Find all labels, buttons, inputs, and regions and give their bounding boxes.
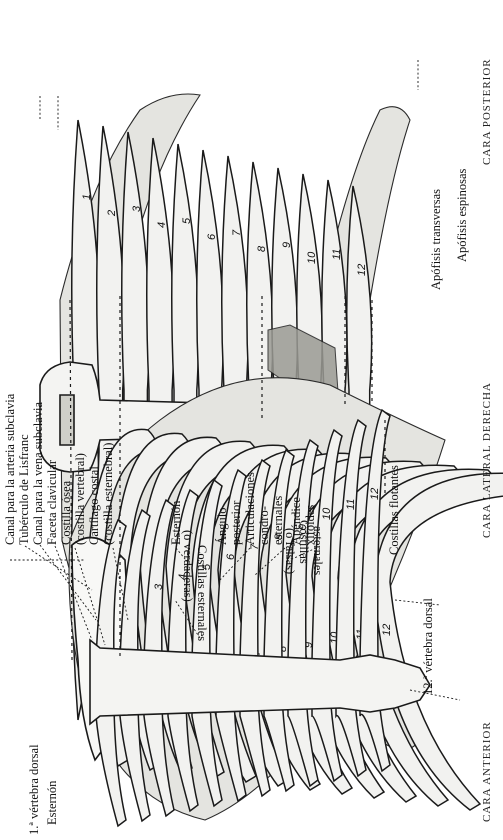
posterior-rib-number: 12 — [369, 488, 381, 500]
label-costillas-verdaderas-2: (o verdaderas) — [181, 530, 195, 602]
label-costilla-osea: Costilla ósea — [59, 480, 73, 545]
anterior-rib-number: 9 — [281, 242, 293, 248]
anterior-rib-number: 8 — [256, 245, 268, 252]
label-cartilago: Cartílago costal — [87, 466, 101, 545]
label-articulaciones-3: esternales — [271, 496, 285, 545]
posterior-rib-number: 10 — [321, 507, 333, 520]
posterior-rib-number: 11 — [345, 499, 357, 510]
anterior-rib-number: 2 — [106, 210, 118, 217]
label-articulaciones-2: condro- — [257, 506, 271, 545]
label-vertebra-1: 1.ª vértebra dorsal — [27, 744, 41, 835]
label-apofisis-espinosas: Apófisis espinosas — [455, 168, 469, 262]
posterior-rib-number: 6 — [225, 553, 237, 560]
anterior-rib-number: 11 — [331, 249, 343, 260]
label-costillas-verdaderas: Costillas esternales — [195, 545, 209, 641]
label-faceta: Faceta clavicular — [45, 459, 59, 545]
caption-lateral: CARA LATERAL DERECHA — [481, 382, 493, 538]
anterior-rib-number: 3 — [131, 205, 143, 212]
caption-anterior: CARA ANTERIOR — [481, 721, 493, 822]
label-costillas-flotantes: Costillas flotantes — [387, 465, 401, 555]
label-angulo: Ángulo — [215, 508, 229, 546]
anterior-rib-number: 5 — [181, 217, 193, 224]
label-apofisis-transversas: Apófisis transversas — [429, 189, 443, 290]
label-canal-arteria: Canal para la arteria subclavia — [3, 393, 17, 545]
anterior-rib-number: 4 — [156, 222, 168, 228]
label-tuberculo: Tubérculo de Lisfranc — [17, 434, 31, 545]
anterior-rib-number: 10 — [306, 251, 318, 264]
lateral-rib-number: 12 — [381, 624, 393, 636]
caption-posterior: CARA POSTERIOR — [481, 58, 493, 165]
anterior-rib-number: 12 — [356, 264, 368, 276]
anterior-rib-number: 1 — [81, 194, 93, 200]
label-esternon-lateral: Esternón — [169, 500, 183, 545]
label-angulo-2: posterior — [229, 500, 243, 545]
label-articulaciones: Articulaciones — [243, 472, 257, 545]
label-vertebra-12: 12.ª vértebra dorsal — [421, 598, 435, 695]
anterior-rib-number: 6 — [206, 233, 218, 240]
label-esternon-anterior: Esternón — [45, 780, 59, 825]
label-cartilago-2: (costilla esternebral) — [101, 443, 115, 545]
label-costilla-osea-2: (costilla vertebral) — [73, 453, 87, 545]
label-apendice: Apéndice — [289, 497, 303, 545]
anterior-rib-number: 7 — [231, 229, 243, 236]
label-apendice-2: xifoides — [303, 505, 317, 545]
posterior-rib-number: 3 — [153, 583, 165, 590]
label-canal-vena: Canal para la vena subclavia — [31, 402, 45, 545]
